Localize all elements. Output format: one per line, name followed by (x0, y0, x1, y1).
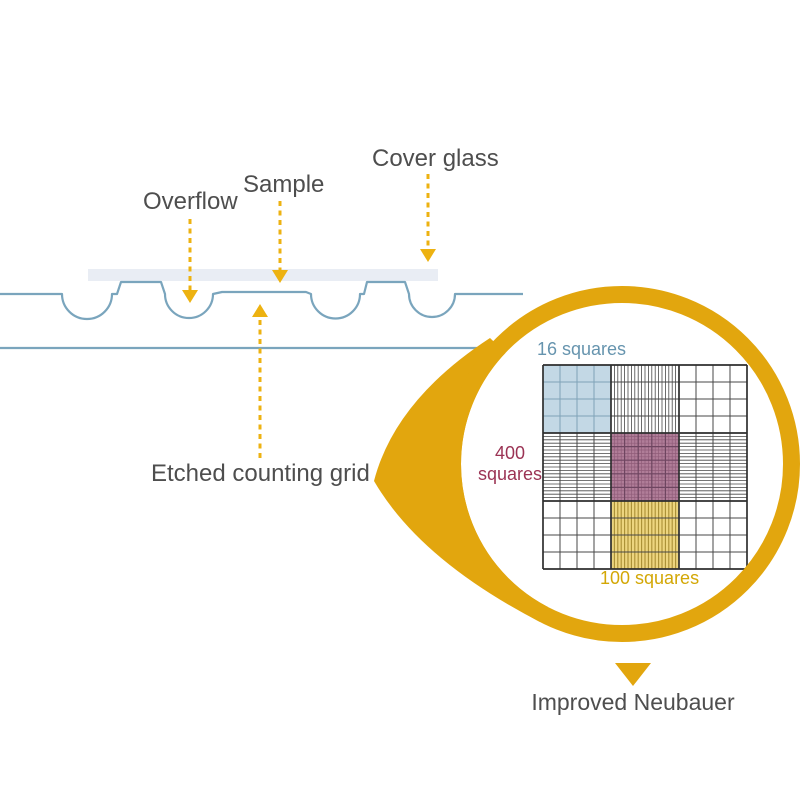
neubauer-grid (542, 364, 748, 570)
overflow-arrowhead-icon (182, 290, 198, 303)
overflow-arrow (182, 219, 198, 303)
cover-glass-shape (88, 269, 438, 281)
sample-arrowhead-icon (272, 270, 288, 283)
pointer-triangle-icon (615, 663, 651, 686)
overflow-label: Overflow (143, 188, 238, 215)
squares-400-label: 400 squares (477, 443, 543, 484)
cover-glass-label: Cover glass (372, 145, 499, 172)
squares-100-label: 100 squares (600, 568, 700, 588)
sample-arrow (272, 201, 288, 283)
magnifier-ring (444, 286, 800, 642)
improved-neubauer-caption: Improved Neubauer (531, 689, 735, 715)
squares-16-label: 16 squares (537, 339, 627, 359)
etched-grid-arrow (252, 304, 268, 458)
cover-glass-arrowhead-icon (420, 249, 436, 262)
sample-label: Sample (243, 171, 325, 198)
etched-grid-arrowhead-icon (252, 304, 268, 317)
etched-counting-grid-label: Etched counting grid (151, 460, 370, 487)
chamber-profile-line (0, 280, 523, 321)
cover-glass-arrow (420, 174, 436, 262)
